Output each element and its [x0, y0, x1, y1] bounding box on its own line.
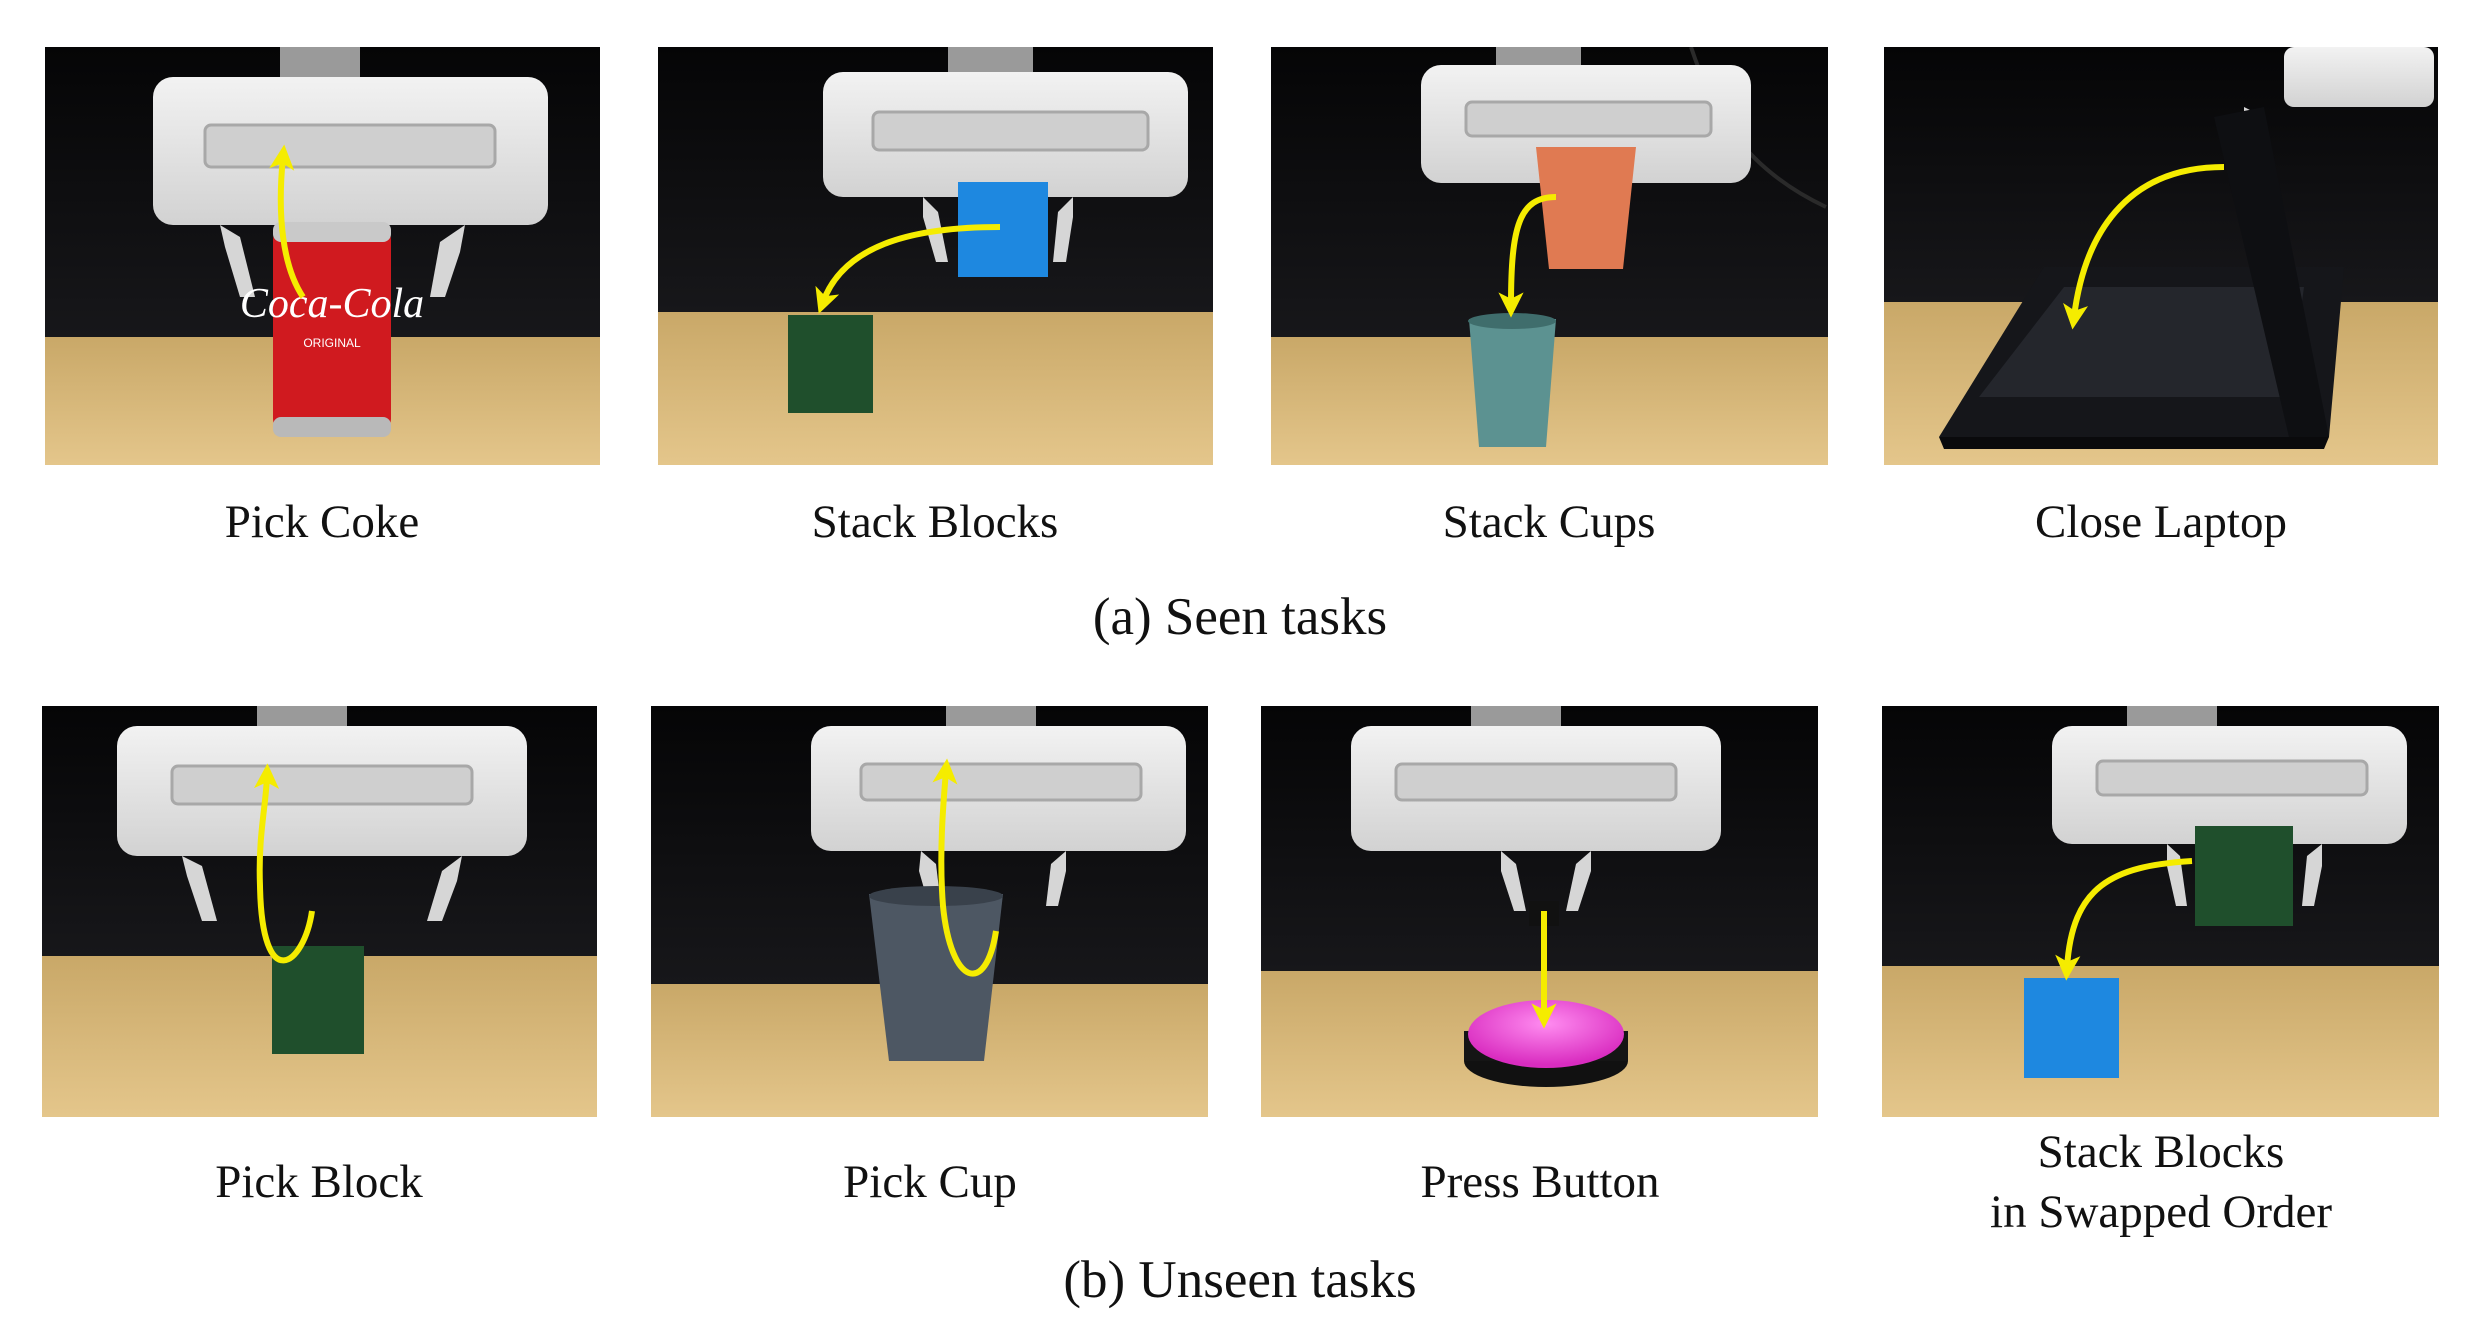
task-label-pick-cup: Pick Cup [843, 1156, 1017, 1208]
gripper-icon [1421, 47, 1751, 183]
gripper-icon [117, 706, 527, 921]
photo-stack-cups [1271, 47, 1828, 465]
photo-stack-blocks [658, 47, 1213, 465]
photo-pick-coke: Coca-Cola ORIGINAL [45, 47, 600, 465]
can-sub: ORIGINAL [303, 336, 361, 350]
task-label-stack-cups: Stack Cups [1442, 496, 1656, 548]
push-button [1464, 1000, 1628, 1087]
trajectory-arrow-icon [1498, 194, 1557, 318]
task-label-line1: Stack Blocks [2037, 1126, 2285, 1178]
can-logo: Coca-Cola [240, 281, 424, 327]
trajectory-arrow-icon [2055, 858, 2193, 981]
teal-cup [1469, 319, 1556, 447]
gripper-icon [2052, 706, 2407, 906]
photo-press-button [1261, 706, 1818, 1117]
task-label-pick-block: Pick Block [215, 1156, 423, 1208]
trajectory-arrow-icon [253, 763, 315, 964]
caption-unseen-tasks: (b) Unseen tasks [1063, 1251, 1417, 1309]
gray-cup [869, 894, 1003, 1061]
trajectory-arrow-icon [932, 758, 999, 977]
laptop [1939, 107, 2344, 449]
task-label-close-laptop: Close Laptop [2035, 496, 2287, 548]
task-label-line2: in Swapped Order [1990, 1186, 2332, 1238]
gripper-icon [823, 47, 1188, 262]
gripper-icon [1351, 706, 1721, 926]
trajectory-arrow-icon [2063, 164, 2225, 330]
task-label-press-button: Press Button [1420, 1156, 1660, 1208]
coke-can: Coca-Cola ORIGINAL [240, 222, 424, 437]
photo-pick-block [42, 706, 597, 1117]
photo-pick-cup [651, 706, 1208, 1117]
green-block [788, 315, 873, 413]
trajectory-arrow-icon [269, 144, 306, 299]
orange-cup [1536, 147, 1636, 269]
task-label-stack-blocks: Stack Blocks [811, 496, 1059, 548]
task-label-stack-blocks-swapped: Stack Blocks in Swapped Order [1861, 1122, 2461, 1242]
trajectory-arrow-icon [815, 224, 1001, 314]
gripper-icon [811, 706, 1186, 906]
photo-stack-blocks-swapped [1882, 706, 2439, 1117]
photo-close-laptop [1884, 47, 2438, 465]
blue-block [2024, 978, 2119, 1078]
caption-seen-tasks: (a) Seen tasks [1092, 588, 1388, 646]
gripper-icon [153, 47, 548, 297]
green-block [2195, 826, 2293, 926]
task-label-pick-coke: Pick Coke [224, 496, 420, 548]
green-block [272, 946, 364, 1054]
